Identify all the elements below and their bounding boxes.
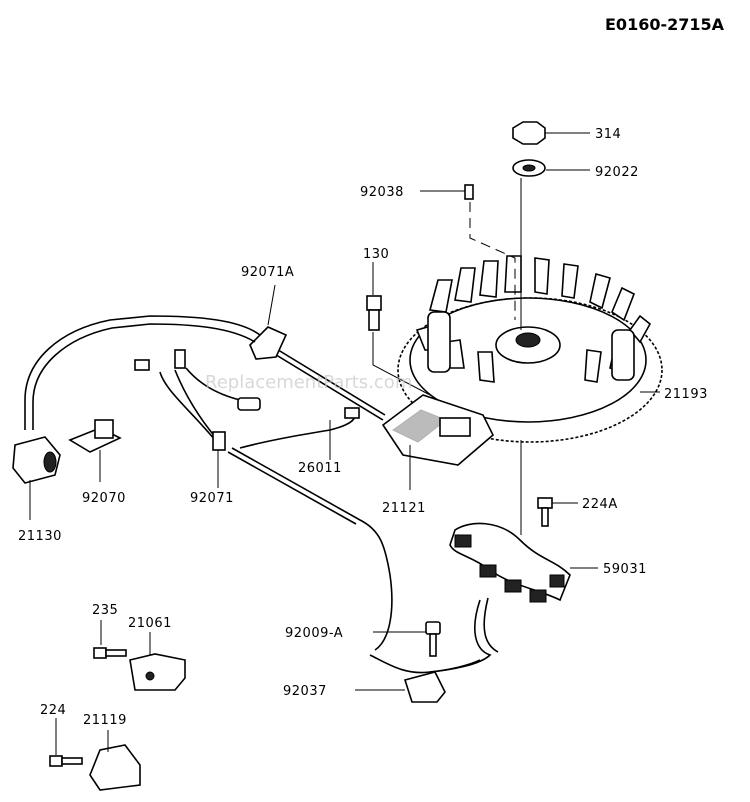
switch-21130	[12, 436, 61, 520]
label-21061: 21061	[128, 616, 172, 631]
watermark: ReplacementParts.com	[205, 372, 412, 393]
part-21061	[129, 632, 186, 691]
bolt-224A	[537, 497, 578, 527]
label-92038: 92038	[360, 185, 404, 200]
label-21121: 21121	[382, 501, 426, 516]
label-92071: 92071	[190, 491, 234, 506]
label-92009A: 92009-A	[285, 626, 343, 641]
part-21119	[89, 730, 141, 791]
label-92070: 92070	[82, 491, 126, 506]
clamp-92037	[355, 654, 481, 703]
switch-92070	[68, 419, 122, 482]
label-224A: 224A	[582, 497, 618, 512]
label-314: 314	[595, 127, 621, 142]
diagram-code: E0160-2715A	[605, 15, 725, 34]
spark-plug-cap-92071A	[249, 284, 288, 360]
label-21119: 21119	[83, 713, 127, 728]
label-130: 130	[363, 247, 389, 262]
key-92038	[420, 184, 516, 320]
label-92071A: 92071A	[241, 265, 294, 280]
label-224: 224	[40, 703, 66, 718]
nut-314	[512, 121, 590, 145]
label-59031: 59031	[603, 562, 647, 577]
label-21130: 21130	[18, 529, 62, 544]
label-21193: 21193	[664, 387, 708, 402]
label-26011: 26011	[298, 461, 342, 476]
label-235: 235	[92, 603, 118, 618]
screw-92009A	[373, 621, 441, 657]
label-92037: 92037	[283, 684, 327, 699]
terminal-92071	[212, 431, 226, 488]
label-92022: 92022	[595, 165, 639, 180]
bolt-224	[49, 718, 83, 767]
washer-92022	[512, 159, 590, 177]
stator-59031	[449, 522, 598, 603]
bolt-130	[366, 262, 431, 396]
flywheel	[397, 255, 663, 443]
bolt-235	[93, 620, 127, 659]
